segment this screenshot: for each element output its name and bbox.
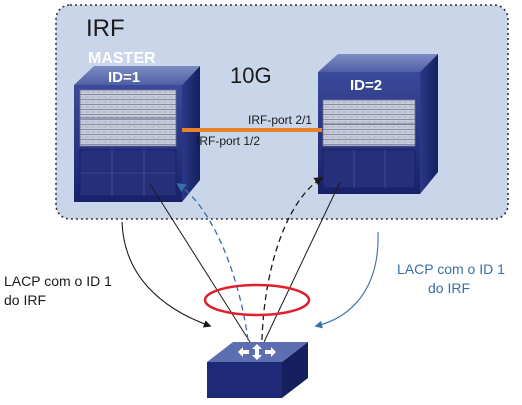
master-chassis-icon <box>74 66 200 202</box>
lacp-right-label-line1: LACP com o ID 1 <box>397 261 505 277</box>
lacp-arrow-right <box>314 231 379 329</box>
lacp-right-label-line2: do IRF <box>428 280 470 296</box>
uplink-master <box>149 183 251 343</box>
slave-id-label: ID=2 <box>350 77 382 94</box>
uplink-slave <box>263 181 341 343</box>
slave-irf-port-label: IRF-port 2/1 <box>248 113 312 127</box>
link-speed-label: 10G <box>230 63 272 88</box>
slave-chassis-icon <box>318 54 438 194</box>
irf-group-title: IRF <box>86 15 125 42</box>
lacp-left-label-line2: do IRF <box>4 292 46 308</box>
dashed-arrow-blue <box>176 182 249 341</box>
lacp-arrow-left <box>121 221 212 328</box>
master-irf-port-label: IRF-port 1/2 <box>196 134 260 148</box>
lacp-left-label-line1: LACP com o ID 1 <box>4 273 112 289</box>
master-id-label: ID=1 <box>108 69 140 86</box>
master-role-label: MASTER <box>88 50 156 67</box>
access-switch-icon <box>207 342 308 398</box>
aggregation-ellipse-icon <box>203 283 311 317</box>
